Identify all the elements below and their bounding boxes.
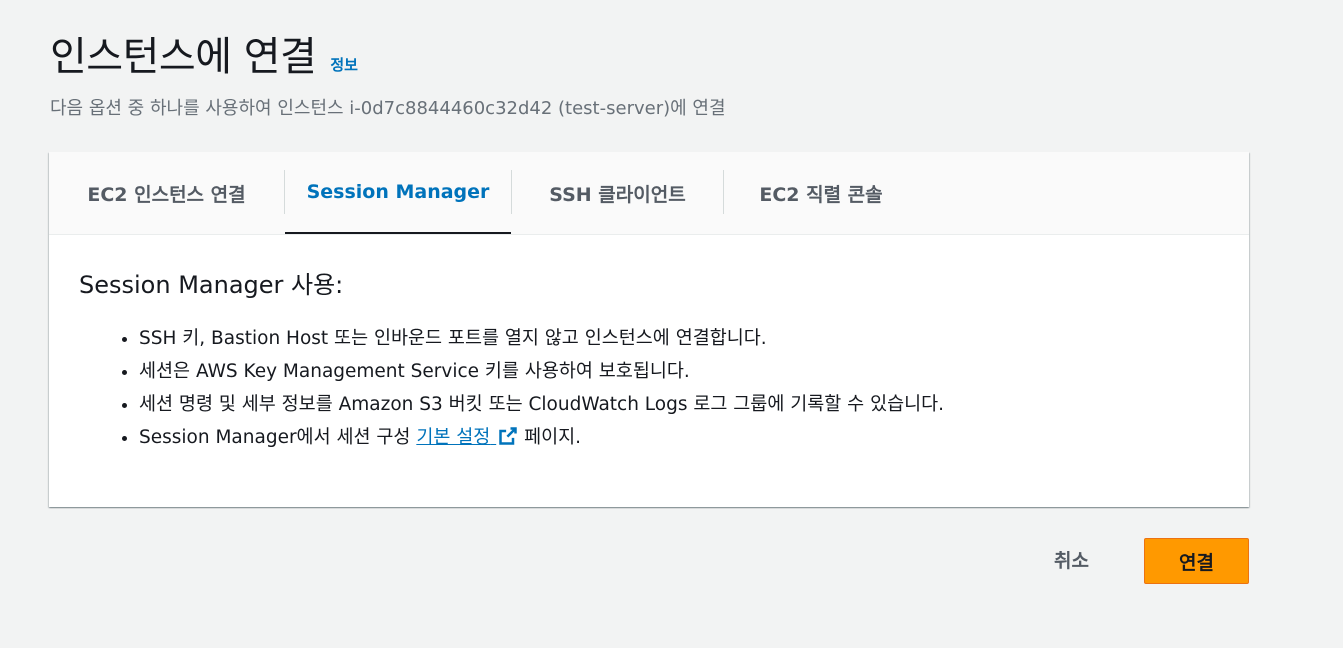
tab-divider (723, 170, 724, 214)
cancel-button[interactable]: 취소 (1042, 538, 1101, 584)
page-header: 인스턴스에 연결 정보 다음 옵션 중 하나를 사용하여 인스턴스 i-0d7c… (50, 24, 726, 120)
preferences-link[interactable]: 기본 설정 (416, 427, 518, 448)
tab-content: Session Manager 사용: SSH 키, Bastion Host … (49, 235, 1249, 454)
list-item: Session Manager에서 세션 구성 기본 설정 페이지. (139, 421, 1219, 454)
tab-ssh-client[interactable]: SSH 클라이언트 (549, 183, 686, 206)
list-item: 세션은 AWS Key Management Service 키를 사용하여 보… (139, 355, 1219, 388)
tab-ec2-instance-connect[interactable]: EC2 인스턴스 연결 (87, 183, 246, 206)
title-row: 인스턴스에 연결 정보 (50, 24, 726, 82)
info-link[interactable]: 정보 (330, 56, 358, 74)
preferences-link-text: 기본 설정 (416, 427, 491, 448)
page-title: 인스턴스에 연결 (50, 34, 317, 80)
list-item-suffix: 페이지. (518, 427, 582, 448)
page-subtitle: 다음 옵션 중 하나를 사용하여 인스턴스 i-0d7c8844460c32d4… (50, 98, 726, 119)
tab-divider (284, 170, 285, 214)
content-heading: Session Manager 사용: (79, 271, 344, 299)
feature-list: SSH 키, Bastion Host 또는 인바운드 포트를 열지 않고 인스… (79, 322, 1219, 454)
tab-session-manager[interactable]: Session Manager (285, 152, 511, 234)
footer-actions: 취소 연결 (0, 538, 1249, 584)
tab-list: EC2 인스턴스 연결 Session Manager SSH 클라이언트 EC… (49, 152, 1249, 235)
external-link-icon (499, 427, 517, 445)
list-item: 세션 명령 및 세부 정보를 Amazon S3 버킷 또는 CloudWatc… (139, 388, 1219, 421)
list-item: SSH 키, Bastion Host 또는 인바운드 포트를 열지 않고 인스… (139, 322, 1219, 355)
list-item-prefix: Session Manager에서 세션 구성 (139, 427, 417, 448)
tab-ec2-serial-console[interactable]: EC2 직렬 콘솔 (759, 183, 883, 206)
connection-method-panel: EC2 인스턴스 연결 Session Manager SSH 클라이언트 EC… (49, 152, 1249, 507)
tab-divider (511, 170, 512, 214)
connect-button[interactable]: 연결 (1144, 538, 1249, 584)
